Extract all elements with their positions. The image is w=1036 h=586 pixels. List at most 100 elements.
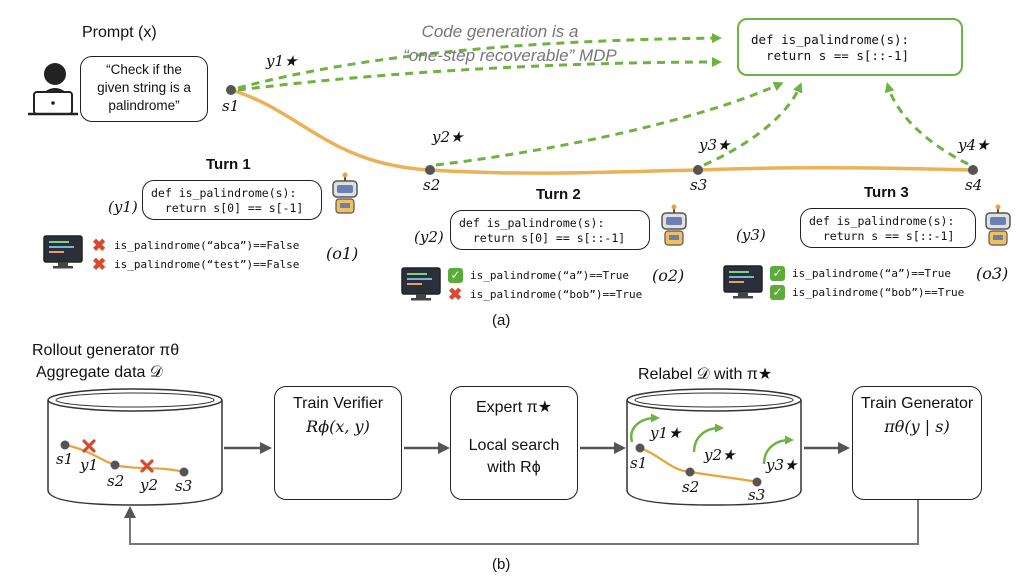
state-node-s3 bbox=[693, 165, 703, 175]
recover-arrow-1b bbox=[237, 57, 722, 92]
final-code: def is_palindrome(s): return s == s[::-1… bbox=[751, 32, 910, 63]
robot-icon bbox=[661, 204, 687, 246]
db2-state-s1: s1 bbox=[630, 454, 648, 472]
star-action-label-3: y3★ bbox=[699, 136, 731, 154]
test-text: is_palindrome(“bob”)==True bbox=[792, 286, 965, 299]
test-row: ✓ is_palindrome(“a”)==True bbox=[770, 264, 1010, 283]
db2-state-s2: s2 bbox=[682, 478, 700, 496]
turn-2-code: def is_palindrome(s): return s[0] == s[:… bbox=[459, 216, 626, 245]
db1-node-s2 bbox=[110, 460, 120, 470]
test-row: ✓ is_palindrome(“a”)==True bbox=[448, 266, 688, 285]
monitor-icon bbox=[723, 265, 763, 299]
db1-node-s3 bbox=[179, 467, 189, 477]
db1-state-s2: s2 bbox=[107, 472, 125, 490]
database-aggregate bbox=[47, 388, 223, 506]
fail-cross-icon: ✖ bbox=[92, 254, 107, 274]
state-node-s2 bbox=[425, 165, 435, 175]
pass-check-icon: ✓ bbox=[770, 266, 785, 281]
recover-arrow-4 bbox=[884, 82, 969, 166]
flow-arrow-loop-back bbox=[124, 500, 919, 545]
test-text: is_palindrome(“a”)==True bbox=[792, 267, 951, 280]
state-label-s2: s2 bbox=[423, 176, 441, 194]
recover-arrow-3 bbox=[703, 82, 803, 167]
generator-formula: πθ(y | s) bbox=[884, 417, 950, 436]
train-verifier-box: Train Verifier Rϕ(x, y) bbox=[274, 386, 402, 500]
turn-3-code-bubble: def is_palindrome(s): return s == s[::-1… bbox=[800, 208, 976, 248]
turn-3-code: def is_palindrome(s): return s == s[::-1… bbox=[809, 214, 955, 243]
star-action-label-1: y1★ bbox=[266, 52, 298, 70]
turn-3-title: Turn 3 bbox=[864, 184, 909, 201]
test-row: ✖ is_palindrome(“abca”)==False bbox=[92, 236, 332, 255]
test-text: is_palindrome(“abca”)==False bbox=[114, 239, 300, 252]
expert-title: Expert π★ bbox=[475, 399, 553, 416]
expert-line2: with Rϕ bbox=[487, 459, 541, 476]
test-text: is_palindrome(“test”)==False bbox=[114, 258, 300, 271]
expert-box: Expert π★ Local search with Rϕ bbox=[450, 386, 578, 500]
final-code-box: def is_palindrome(s): return s == s[::-1… bbox=[737, 18, 963, 76]
test-text: is_palindrome(“bob”)==True bbox=[470, 288, 643, 301]
star-action-label-2: y2★ bbox=[432, 128, 464, 146]
turn-2-action-label: (y2) bbox=[414, 228, 444, 246]
turn-1-obs-label: (o1) bbox=[326, 244, 359, 263]
turn-2-obs-label: (o2) bbox=[652, 266, 685, 285]
db2-action-y2-star: y2★ bbox=[704, 446, 736, 464]
star-action-label-4: y4★ bbox=[958, 136, 990, 154]
monitor-icon bbox=[43, 235, 83, 269]
turn-1-title: Turn 1 bbox=[206, 156, 251, 173]
db2-star-arrow-1 bbox=[629, 413, 660, 443]
db2-star-arrow-3 bbox=[762, 435, 794, 465]
turn-2-tests: ✓ is_palindrome(“a”)==True ✖ is_palindro… bbox=[448, 266, 688, 304]
turn-1-tests: ✖ is_palindrome(“abca”)==False ✖ is_pali… bbox=[92, 236, 332, 274]
state-label-s1: s1 bbox=[222, 97, 240, 115]
person-icon bbox=[28, 63, 78, 116]
turn-1-action-label: (y1) bbox=[108, 198, 138, 216]
pass-check-icon: ✓ bbox=[448, 268, 463, 283]
verifier-title: Train Verifier bbox=[292, 395, 384, 412]
turn-3-obs-label: (o3) bbox=[976, 264, 1009, 283]
state-node-s1 bbox=[226, 85, 236, 95]
state-node-s4 bbox=[968, 165, 978, 175]
prompt-text: “Check if the given string is a palindro… bbox=[97, 62, 191, 113]
mdp-caption-line2: “one-step recoverable” MDP bbox=[403, 46, 617, 65]
turn-2-title: Turn 2 bbox=[536, 186, 581, 203]
db2-star-arrow-2 bbox=[692, 423, 724, 453]
turn-1-code: def is_palindrome(s): return s[0] == s[-… bbox=[151, 186, 304, 215]
db2-action-y3-star: y3★ bbox=[766, 456, 798, 474]
expert-line1: Local search bbox=[468, 437, 560, 454]
prompt-bubble: “Check if the given string is a palindro… bbox=[80, 56, 208, 122]
test-row: ✖ is_palindrome(“test”)==False bbox=[92, 255, 332, 274]
db1-state-s1: s1 bbox=[56, 450, 74, 468]
caption-b: (b) bbox=[492, 556, 511, 573]
db1-action-y1: y1 bbox=[80, 456, 99, 474]
robot-icon bbox=[332, 172, 358, 214]
db2-node-s3 bbox=[752, 477, 762, 487]
robot-icon bbox=[985, 204, 1011, 246]
db2-state-s3: s3 bbox=[748, 486, 766, 504]
monitor-icon bbox=[401, 267, 441, 301]
db1-state-s3: s3 bbox=[175, 477, 193, 495]
test-row: ✓ is_palindrome(“bob”)==True bbox=[770, 283, 1010, 302]
turn-3-tests: ✓ is_palindrome(“a”)==True ✓ is_palindro… bbox=[770, 264, 1010, 302]
test-row: ✖ is_palindrome(“bob”)==True bbox=[448, 285, 688, 304]
fail-cross-icon bbox=[140, 459, 154, 473]
mdp-caption-line1: Code generation is a bbox=[421, 22, 579, 41]
train-generator-box: Train Generator πθ(y | s) bbox=[852, 386, 982, 500]
relabel-label: Relabel 𝒟 with π★ bbox=[638, 366, 773, 383]
fail-cross-icon bbox=[82, 439, 96, 453]
state-label-s3: s3 bbox=[690, 176, 708, 194]
recover-arrow-1 bbox=[237, 33, 722, 90]
db1-action-y2: y2 bbox=[140, 476, 159, 494]
db2-node-s2 bbox=[685, 467, 695, 477]
aggregate-label: Aggregate data 𝒟 bbox=[36, 364, 163, 381]
prompt-label: Prompt (x) bbox=[82, 24, 157, 41]
turn-3-action-label: (y3) bbox=[736, 226, 766, 244]
db1-node-s1 bbox=[60, 440, 70, 450]
turn-2-code-bubble: def is_palindrome(s): return s[0] == s[:… bbox=[450, 210, 650, 250]
db2-node-s1 bbox=[635, 443, 645, 453]
trajectory-curve bbox=[230, 88, 974, 175]
rollout-label: Rollout generator πθ bbox=[32, 342, 180, 359]
fail-cross-icon: ✖ bbox=[92, 235, 107, 255]
state-label-s4: s4 bbox=[965, 176, 983, 194]
generator-title: Train Generator bbox=[860, 395, 974, 412]
